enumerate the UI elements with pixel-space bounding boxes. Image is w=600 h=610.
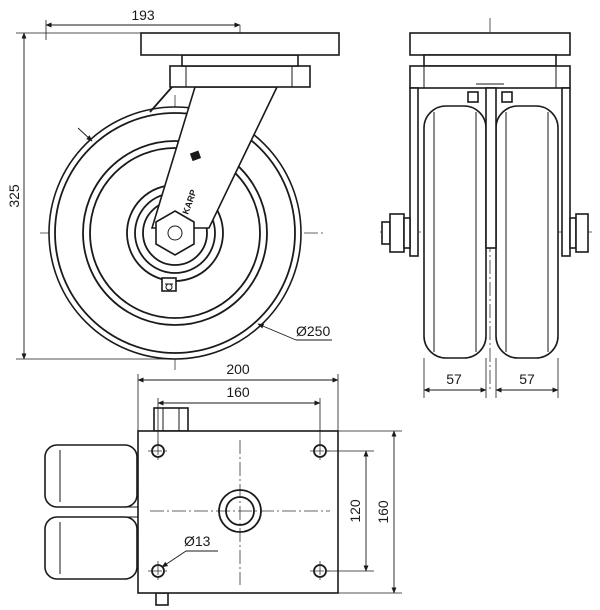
wheel-rim-inner <box>89 147 261 319</box>
grease-nipple <box>161 277 177 292</box>
top-view: 200 160 120 160 Ø13 <box>44 361 402 606</box>
swivel-bearing-race <box>181 54 299 67</box>
king-pin-inner <box>225 496 255 526</box>
top-plate-front <box>409 32 571 56</box>
top-bolt-left <box>467 91 479 103</box>
top-wheel-lower <box>44 516 138 580</box>
dim-offset-label: 193 <box>131 7 155 23</box>
fork-leg-right <box>561 87 571 257</box>
top-wheel-upper <box>44 444 138 508</box>
swivel-bearing-housing <box>169 65 311 88</box>
top-bolt-right <box>501 91 513 103</box>
axle-nut-hexagon <box>155 210 195 256</box>
front-wheel-left <box>423 105 487 359</box>
dia-leader-bottom <box>257 323 297 341</box>
dim-hole-spacing-y-label: 120 <box>347 499 363 523</box>
top-view-bolt-head <box>153 407 189 606</box>
axle-bolt <box>381 213 589 253</box>
front-wheel-right <box>495 105 559 359</box>
fork-leg-left <box>409 87 419 257</box>
king-pin-outer <box>218 489 262 533</box>
dim-wheel-diameter-label: Ø250 <box>296 323 330 339</box>
top-view-wheels <box>44 444 138 580</box>
dia-leader-top <box>77 127 93 142</box>
dim-hole-diameter-label: Ø13 <box>184 533 211 549</box>
mounting-holes <box>148 441 330 581</box>
dim-plate-length-label: 200 <box>226 361 250 377</box>
top-plate-base <box>137 430 339 594</box>
top-plate-side <box>140 32 340 56</box>
side-view: KARP 193 325 Ø250 <box>6 7 340 370</box>
dim-height-label: 325 <box>6 184 22 208</box>
axle-nut-center <box>167 225 183 241</box>
dim-hole-spacing-x-label: 160 <box>226 384 250 400</box>
front-view: 57 57 <box>380 18 592 398</box>
dim-wheel-width-left-label: 57 <box>446 371 462 387</box>
fork-rear-edge <box>149 86 173 113</box>
front-bearing-race <box>423 54 557 67</box>
center-spacer <box>485 87 497 249</box>
front-bearing-housing <box>409 65 571 89</box>
wheel-tread-inner <box>54 112 296 354</box>
dim-line-hole-diameter <box>161 550 187 568</box>
dim-wheel-width-right-label: 57 <box>519 371 535 387</box>
dim-plate-width-label: 160 <box>375 500 391 524</box>
wheel-rim-outer <box>82 140 268 326</box>
